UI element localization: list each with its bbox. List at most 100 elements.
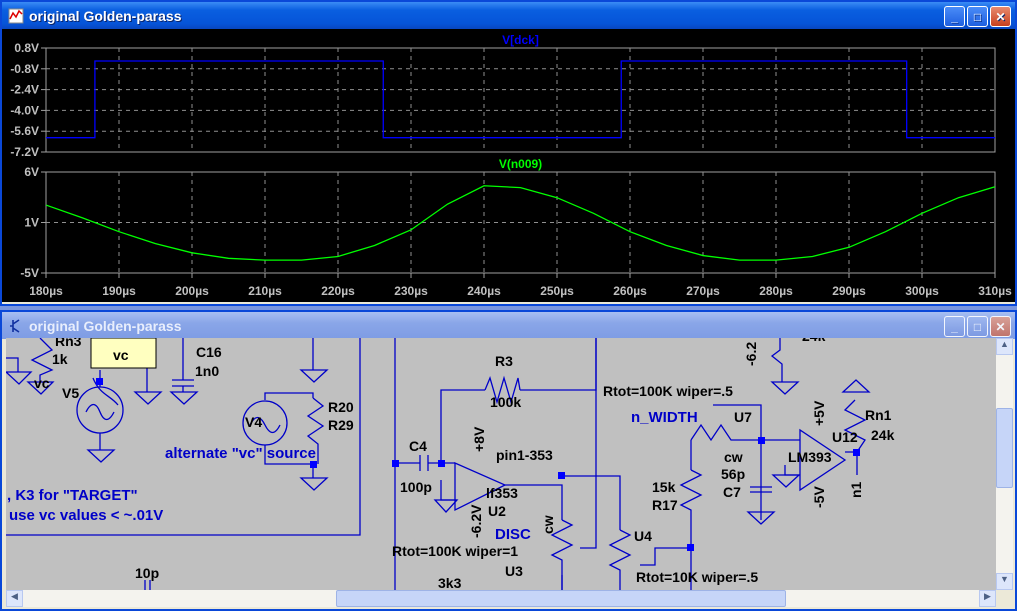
label: C7 xyxy=(723,484,741,500)
waveform-icon xyxy=(8,8,24,23)
label: 3k3 xyxy=(438,575,462,590)
x-tick-label: 290µs xyxy=(832,284,866,298)
schematic-window-titlebar[interactable]: original Golden-parass _□✕ xyxy=(2,312,1015,339)
scroll-thumb[interactable] xyxy=(336,590,786,607)
label: 10p xyxy=(135,565,159,581)
y-tick-label: -5.6V xyxy=(10,124,39,138)
label: Rn1 xyxy=(865,407,892,423)
label: +8V xyxy=(471,426,487,452)
trace-title: V(n009) xyxy=(499,157,542,171)
note: alternate "vc" source xyxy=(165,445,316,462)
y-tick-label: -4.0V xyxy=(10,103,39,117)
maximize-button[interactable]: □ xyxy=(967,6,988,27)
label: R29 xyxy=(328,417,354,433)
y-tick-label: 0.8V xyxy=(14,41,39,55)
scroll-up-button[interactable]: ▲ xyxy=(996,338,1013,355)
close-button[interactable]: ✕ xyxy=(990,316,1011,337)
label: R3 xyxy=(495,353,513,369)
x-tick-label: 250µs xyxy=(540,284,574,298)
window-title: original Golden-parass xyxy=(29,7,182,24)
label: U4 xyxy=(634,528,652,544)
y-tick-label: -2.4V xyxy=(10,83,39,97)
window-title: original Golden-parass xyxy=(29,317,182,334)
horizontal-scrollbar[interactable]: ◀ ▶ xyxy=(6,590,996,607)
net-label: DISC xyxy=(495,526,531,543)
transistor-icon xyxy=(10,318,20,333)
x-tick-label: 260µs xyxy=(613,284,647,298)
label: 24k xyxy=(871,427,895,443)
x-tick-label: 200µs xyxy=(175,284,209,298)
label: 56p xyxy=(721,466,745,482)
label: n1 xyxy=(848,481,864,498)
scroll-thumb[interactable] xyxy=(996,408,1013,488)
maximize-button[interactable]: □ xyxy=(967,316,988,337)
note: , K3 for "TARGET" xyxy=(7,487,138,504)
plot-window-titlebar[interactable]: original Golden-parass _□✕ xyxy=(2,2,1015,29)
label: LM393 xyxy=(788,449,832,465)
label: cw xyxy=(724,449,743,465)
junction-dots xyxy=(96,378,860,551)
trace-title: V[dck] xyxy=(502,33,539,47)
x-tick-label: 210µs xyxy=(248,284,282,298)
plot-frame xyxy=(45,47,996,153)
label: 1n0 xyxy=(195,363,219,379)
component-labels: Rn3 1k vc vc V5 C16 1n0 V4 R20 R29 10p C… xyxy=(34,338,895,590)
label: V4 xyxy=(245,414,262,430)
scroll-right-button[interactable]: ▶ xyxy=(979,590,996,607)
scroll-left-button[interactable]: ◀ xyxy=(6,590,23,607)
label: Rtot=100K wiper=1 xyxy=(392,543,518,559)
plot-window: original Golden-parass _□✕ 0.8V -0.8V -2.4… xyxy=(0,0,1017,306)
label: 100k xyxy=(490,394,521,410)
net-labels: alternate "vc" source , K3 for "TARGET" … xyxy=(7,409,698,543)
net-label: n_WIDTH xyxy=(631,409,698,426)
x-tick-label: 180µs xyxy=(29,284,63,298)
x-tick-label: 300µs xyxy=(905,284,939,298)
label: R17 xyxy=(652,497,678,513)
label: U7 xyxy=(734,409,752,425)
schematic-canvas[interactable]: Rn3 1k vc vc V5 C16 1n0 V4 R20 R29 10p C… xyxy=(6,338,996,590)
label: +5V xyxy=(811,400,827,426)
label: -6.2V xyxy=(468,504,484,538)
label: C4 xyxy=(409,438,427,454)
label: U12 xyxy=(832,429,858,445)
y-tick-label: 6V xyxy=(24,165,39,179)
minimize-button[interactable]: _ xyxy=(944,316,965,337)
label: C16 xyxy=(196,344,222,360)
label: vc xyxy=(113,347,129,363)
vc-probe-box[interactable] xyxy=(90,338,157,369)
label: 15k xyxy=(652,479,676,495)
label: -6.2 xyxy=(743,342,759,366)
minimize-button[interactable]: _ xyxy=(944,6,965,27)
label: 1k xyxy=(52,351,68,367)
wires xyxy=(6,338,871,590)
x-tick-label: 240µs xyxy=(467,284,501,298)
x-tick-label: 310µs xyxy=(978,284,1012,298)
y-tick-label: -5V xyxy=(20,266,39,280)
x-tick-label: 270µs xyxy=(686,284,720,298)
label: lf353 xyxy=(486,485,518,501)
label: U2 xyxy=(488,503,506,519)
label: Rtot=10K wiper=.5 xyxy=(636,569,758,585)
scroll-down-button[interactable]: ▼ xyxy=(996,573,1013,590)
x-tick-label: 230µs xyxy=(394,284,428,298)
label: cw xyxy=(540,515,556,534)
sine-symbols xyxy=(85,377,281,434)
label: Rtot=100K wiper=.5 xyxy=(603,383,733,399)
y-tick-label: -0.8V xyxy=(10,62,39,76)
close-button[interactable]: ✕ xyxy=(990,6,1011,27)
y-tick-label: -7.2V xyxy=(10,145,39,159)
x-tick-label: 190µs xyxy=(102,284,136,298)
x-tick-label: 220µs xyxy=(321,284,355,298)
label: pin1-353 xyxy=(496,447,553,463)
label: U3 xyxy=(505,563,523,579)
vertical-scrollbar[interactable]: ▲ ▼ xyxy=(996,338,1013,590)
label: R20 xyxy=(328,399,354,415)
x-tick-label: 280µs xyxy=(759,284,793,298)
waveform-plot[interactable]: 0.8V -0.8V -2.4V -4.0V -5.6V -7.2V V[dck] 6V 1V -… xyxy=(2,29,1015,302)
trace-line xyxy=(45,185,996,261)
label: 100p xyxy=(400,479,432,495)
label: V5 xyxy=(62,385,79,401)
y-tick-label: 1V xyxy=(24,216,39,230)
label: 24k xyxy=(802,338,826,344)
note: use vc values < ~.01V xyxy=(9,507,163,524)
